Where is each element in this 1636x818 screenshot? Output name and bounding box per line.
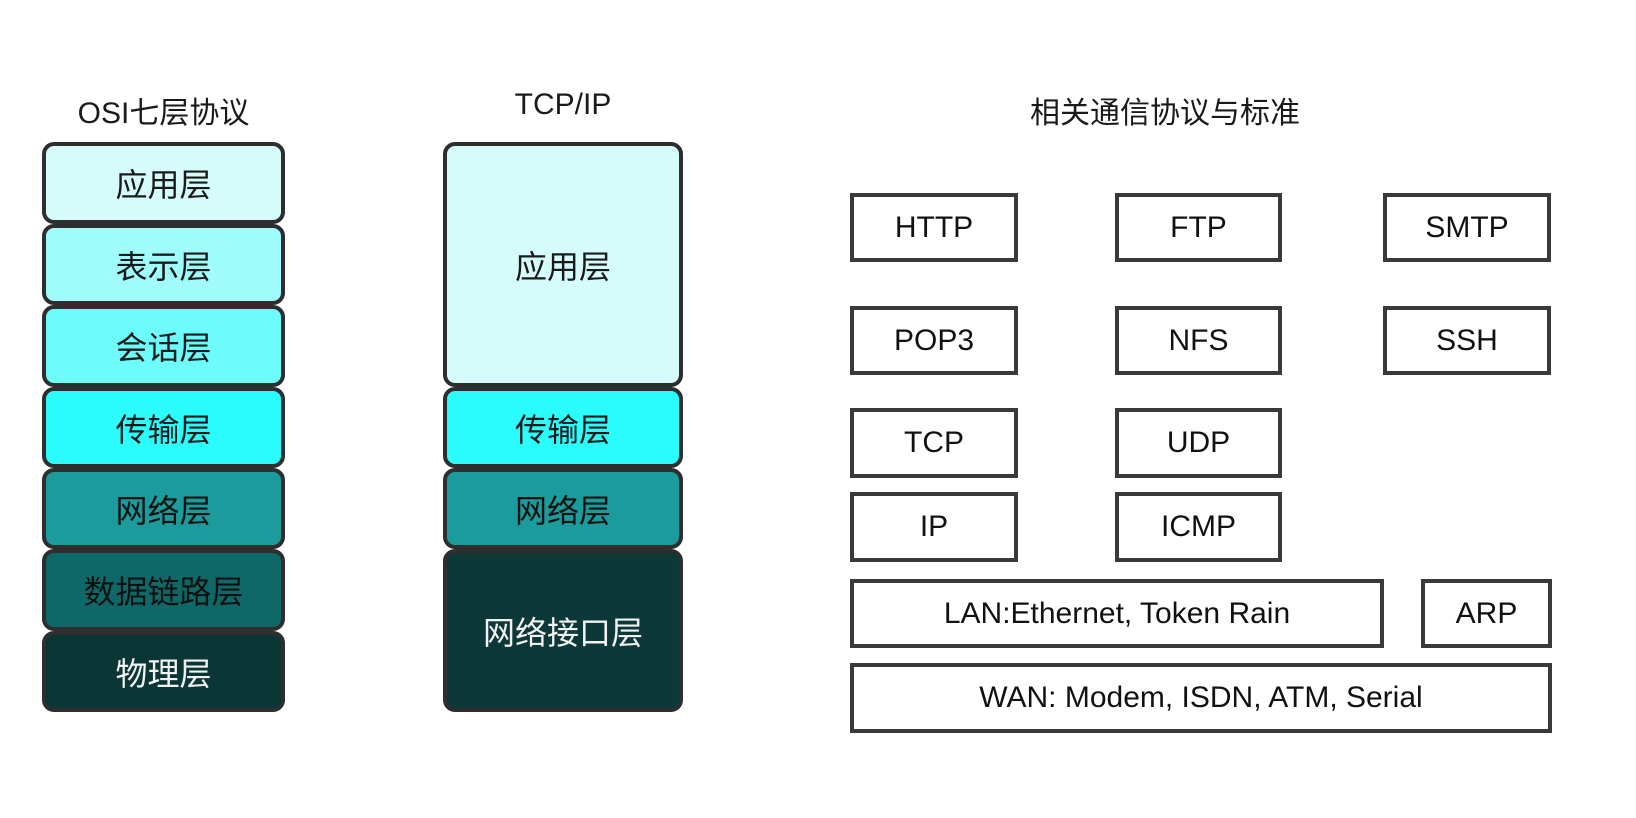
tcpip-layer-network: 网络层 <box>443 468 683 549</box>
osi-layer-application: 应用层 <box>42 142 285 224</box>
protocol-box-arp: ARP <box>1421 579 1552 648</box>
osi-layer-session: 会话层 <box>42 305 285 387</box>
protocol-box-nfs: NFS <box>1115 306 1282 375</box>
protocol-box-wan: WAN: Modem, ISDN, ATM, Serial <box>850 663 1552 733</box>
protocol-box-icmp: ICMP <box>1115 492 1282 562</box>
protocols-column-title: 相关通信协议与标准 <box>1030 97 1300 130</box>
protocol-box-smtp: SMTP <box>1383 193 1551 262</box>
tcpip-layer-application: 应用层 <box>443 142 683 387</box>
protocol-box-http: HTTP <box>850 193 1018 262</box>
osi-layer-transport: 传输层 <box>42 387 285 468</box>
osi-layer-datalink: 数据链路层 <box>42 549 285 631</box>
osi-layer-network: 网络层 <box>42 468 285 549</box>
protocol-box-tcp: TCP <box>850 408 1018 478</box>
protocol-box-ip: IP <box>850 492 1018 562</box>
tcpip-column-title: TCP/IP <box>514 88 612 121</box>
tcpip-layer-network-interface: 网络接口层 <box>443 549 683 712</box>
osi-layer-physical: 物理层 <box>42 631 285 712</box>
protocol-box-udp: UDP <box>1115 408 1282 478</box>
tcpip-layer-transport: 传输层 <box>443 387 683 468</box>
osi-column-title: OSI七层协议 <box>77 97 250 130</box>
osi-layer-presentation: 表示层 <box>42 224 285 305</box>
protocol-box-ssh: SSH <box>1383 306 1551 375</box>
protocol-box-pop3: POP3 <box>850 306 1018 375</box>
protocol-box-lan: LAN:Ethernet, Token Rain <box>850 579 1384 648</box>
protocol-box-ftp: FTP <box>1115 193 1282 262</box>
